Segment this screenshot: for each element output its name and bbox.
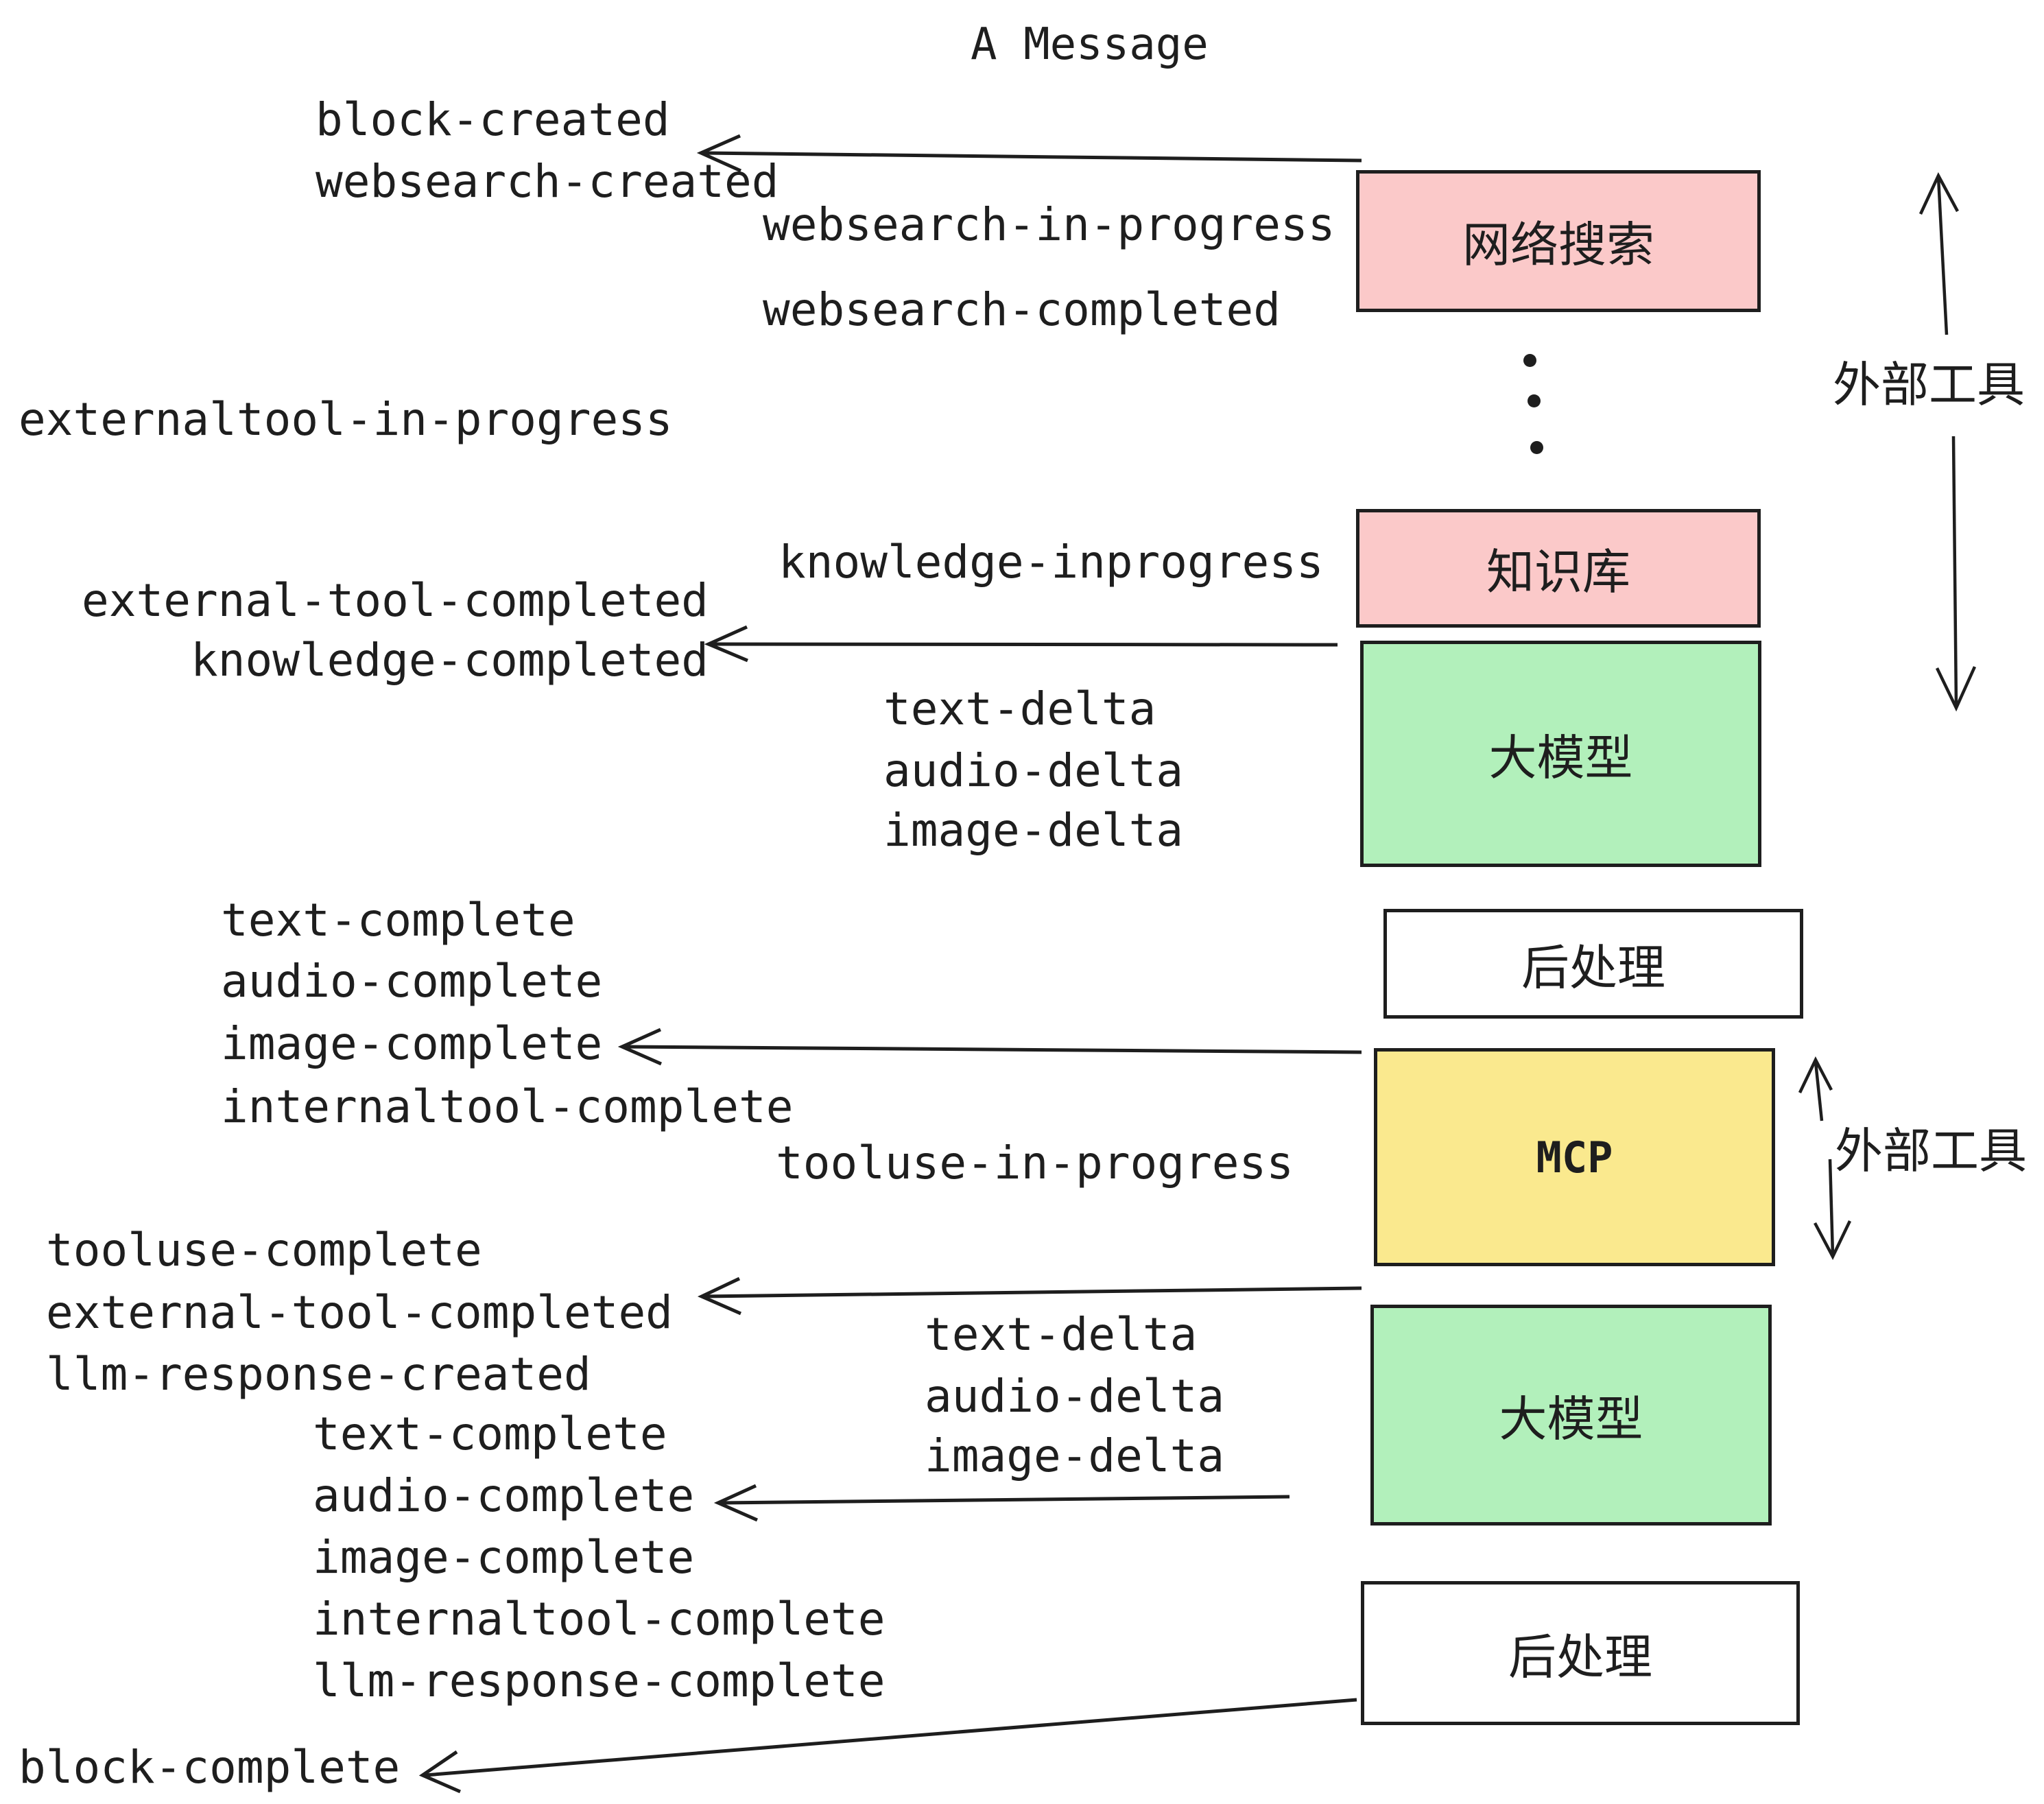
event-label-internaltool-complete-2: internaltool-complete xyxy=(313,1593,886,1646)
event-label-llm-response-complete: llm-response-complete xyxy=(313,1654,886,1707)
event-label-websearch-created: websearch-created xyxy=(316,155,779,208)
box-postprocess-2-label: 后处理 xyxy=(1508,1630,1652,1684)
box-llm-2-label: 大模型 xyxy=(1499,1392,1643,1446)
box-postprocess-2: 后处理 xyxy=(1361,1581,1800,1725)
event-label-block-created: block-created xyxy=(316,93,670,146)
event-label-audio-delta-1: audio-delta xyxy=(883,744,1184,797)
event-label-text-complete-1: text-complete xyxy=(221,894,575,947)
event-label-websearch-in-progress: websearch-in-progress xyxy=(763,198,1335,251)
event-label-external-tool-completed-2: external-tool-completed xyxy=(46,1286,673,1339)
box-mcp: MCP xyxy=(1374,1048,1775,1266)
box-llm-1: 大模型 xyxy=(1360,641,1761,867)
arrow-llm1-to-image-complete-icon xyxy=(617,1028,1362,1066)
box-websearch: 网络搜索 xyxy=(1356,170,1761,312)
event-label-audio-complete-2: audio-complete xyxy=(313,1469,695,1522)
event-label-websearch-completed: websearch-completed xyxy=(763,283,1281,336)
box-knowledge-label: 知识库 xyxy=(1486,545,1630,599)
event-label-externaltool-in-progress: externaltool-in-progress xyxy=(19,393,673,446)
event-label-image-delta-1: image-delta xyxy=(883,804,1184,857)
event-label-knowledge-completed: knowledge-completed xyxy=(191,634,709,687)
arrow-websearch-to-block-created-icon xyxy=(696,134,1362,173)
vertical-ellipsis-dot-3 xyxy=(1530,441,1543,454)
arrow-postprocess2-to-block-complete-icon xyxy=(418,1698,1357,1794)
event-label-text-delta-2: text-delta xyxy=(925,1308,1198,1361)
event-label-audio-delta-2: audio-delta xyxy=(925,1370,1225,1423)
annotation-external-tools-mid: 外部工具 xyxy=(1835,1124,2027,1178)
event-label-tooluse-complete: tooluse-complete xyxy=(46,1224,482,1277)
box-llm-1-label: 大模型 xyxy=(1488,731,1633,785)
annotation-top-up-arrow-icon xyxy=(1918,171,1959,335)
event-label-audio-complete-1: audio-complete xyxy=(221,955,603,1008)
vertical-ellipsis-dot-2 xyxy=(1528,394,1541,407)
event-label-text-complete-2: text-complete xyxy=(313,1408,667,1460)
annotation-top-down-arrow-icon xyxy=(1935,436,1977,712)
annotation-external-tools-top: 外部工具 xyxy=(1833,358,2025,412)
box-websearch-label: 网络搜索 xyxy=(1462,218,1654,272)
arrow-llm2-to-audio-complete-icon xyxy=(713,1484,1290,1522)
box-llm-2: 大模型 xyxy=(1370,1305,1772,1526)
event-label-tooluse-in-progress: tooluse-in-progress xyxy=(776,1137,1294,1189)
event-label-block-complete: block-complete xyxy=(19,1741,401,1794)
arrow-knowledge-to-knowledge-completed-icon xyxy=(704,625,1338,663)
annotation-mid-up-arrow-icon xyxy=(1798,1056,1833,1121)
diagram-title: A Message xyxy=(971,19,1209,70)
box-mcp-label: MCP xyxy=(1536,1132,1613,1183)
event-label-image-delta-2: image-delta xyxy=(925,1429,1225,1482)
vertical-ellipsis-dot-1 xyxy=(1523,354,1536,367)
event-label-knowledge-inprogress: knowledge-inprogress xyxy=(779,536,1324,589)
event-label-text-delta-1: text-delta xyxy=(883,683,1156,735)
box-postprocess-1-label: 后处理 xyxy=(1521,940,1665,995)
box-postprocess-1: 后处理 xyxy=(1383,909,1803,1019)
event-label-external-tool-completed-1: external-tool-completed xyxy=(82,574,709,627)
event-label-llm-response-created: llm-response-created xyxy=(46,1348,591,1401)
event-label-image-complete-2: image-complete xyxy=(313,1531,695,1584)
event-label-internaltool-complete-1: internaltool-complete xyxy=(221,1080,794,1133)
event-label-image-complete-1: image-complete xyxy=(221,1017,603,1070)
box-knowledge: 知识库 xyxy=(1356,509,1761,628)
